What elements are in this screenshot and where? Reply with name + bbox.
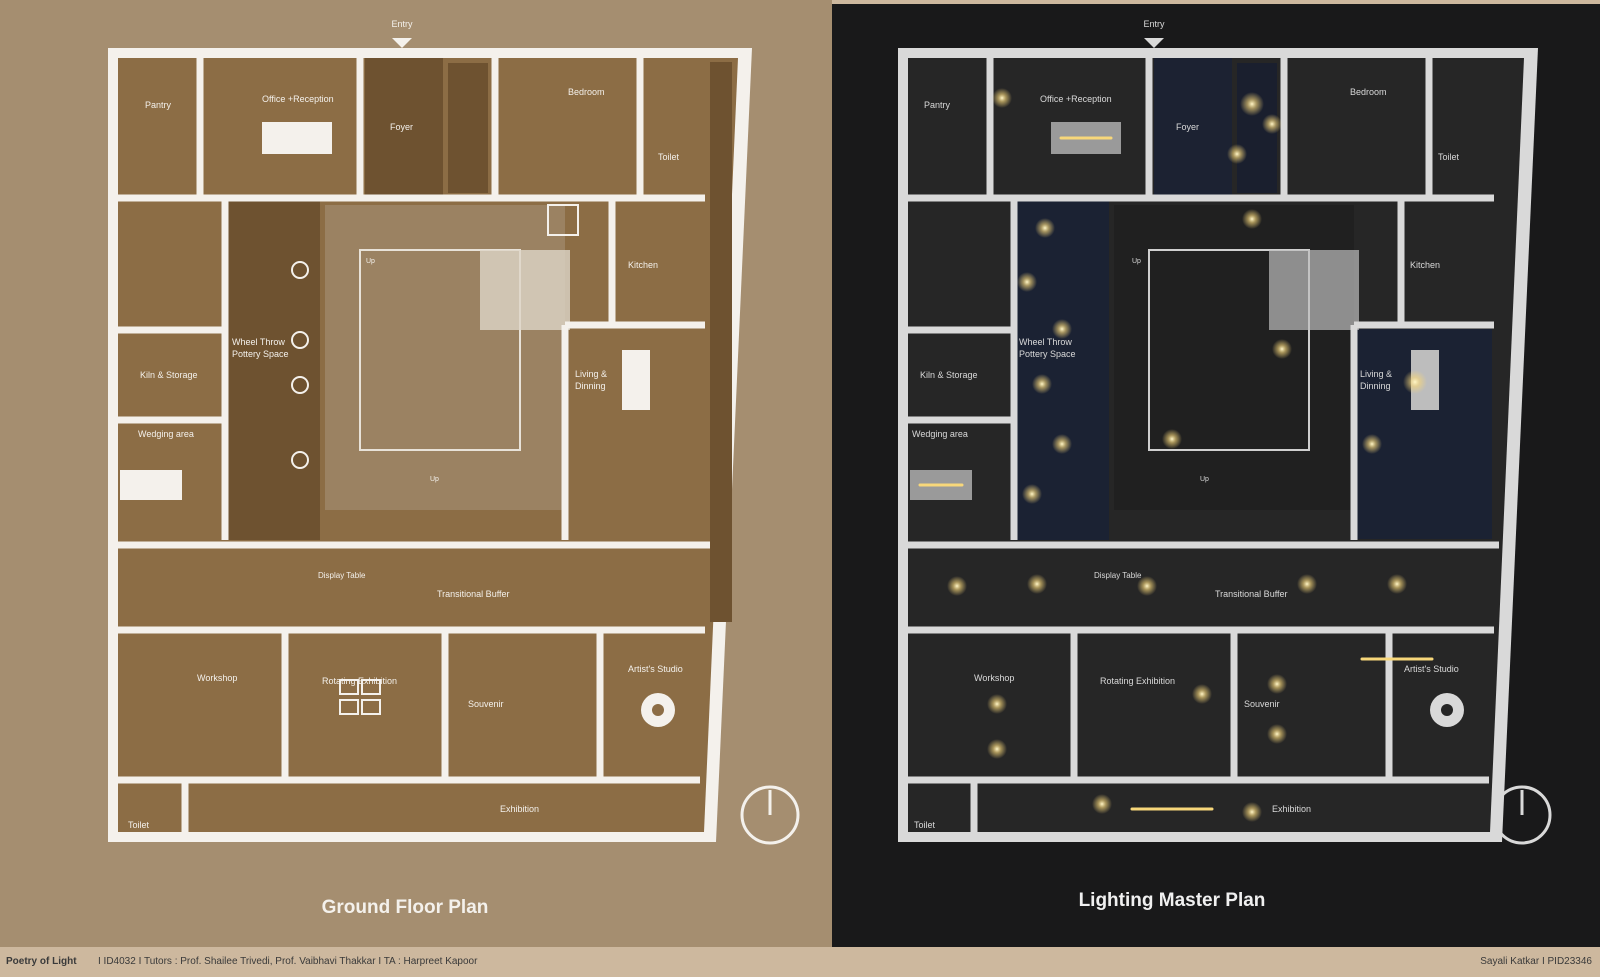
living-label-2: Dinning bbox=[575, 381, 606, 391]
pottery-label-2: Pottery Space bbox=[1019, 349, 1076, 359]
linear-lights bbox=[918, 136, 1434, 811]
display-table-label: Display Table bbox=[318, 571, 366, 580]
office-label: Office +Reception bbox=[262, 94, 334, 104]
pantry-label: Pantry bbox=[924, 100, 951, 110]
foyer-side-room bbox=[448, 63, 488, 193]
footer-course: I ID4032 I Tutors : Prof. Shailee Trived… bbox=[98, 956, 478, 967]
lighting-master-plan: Entry Pantry Office +Reception Foyer Bed… bbox=[898, 19, 1552, 911]
lighting-plan-panel: Entry Pantry Office +Reception Foyer Bed… bbox=[832, 4, 1600, 947]
right-plan-title: Lighting Master Plan bbox=[1079, 890, 1266, 911]
wedging-label: Wedging area bbox=[912, 429, 968, 439]
kiln-label: Kiln & Storage bbox=[140, 370, 198, 380]
kitchen-label: Kitchen bbox=[1410, 260, 1440, 270]
transitional-label: Transitional Buffer bbox=[1215, 589, 1288, 599]
rotating-label: Rotating Exhibition bbox=[1100, 676, 1175, 686]
foyer-label: Foyer bbox=[390, 122, 413, 132]
entry-label: Entry bbox=[1143, 19, 1165, 29]
toilet-top-label: Toilet bbox=[1438, 152, 1460, 162]
pottery-room bbox=[228, 200, 320, 540]
living-label-1: Living & bbox=[575, 369, 607, 379]
up-top-label: Up bbox=[366, 258, 375, 265]
light-fixtures bbox=[947, 88, 1427, 822]
exhibition-label: Exhibition bbox=[1272, 804, 1311, 814]
ground-floor-panel: Entry Pantry Office +Reception Foyer Bed… bbox=[0, 0, 832, 947]
studio-label: Artist's Studio bbox=[1404, 664, 1459, 674]
toilet-bottom-label: Toilet bbox=[128, 820, 150, 830]
footer-project: Poetry of Light bbox=[6, 956, 77, 967]
exhibition-plinths bbox=[339, 679, 381, 715]
entry-arrow-icon bbox=[1144, 38, 1164, 48]
courtyard-path bbox=[359, 249, 521, 451]
left-plan-title: Ground Floor Plan bbox=[322, 897, 489, 918]
foyer-label: Foyer bbox=[1176, 122, 1199, 132]
foyer-room bbox=[365, 58, 443, 195]
entry-arrow-icon bbox=[392, 38, 412, 48]
transitional-label: Transitional Buffer bbox=[437, 589, 510, 599]
office-table bbox=[262, 122, 332, 154]
north-arrow-icon bbox=[740, 785, 800, 845]
water-feature bbox=[480, 250, 570, 330]
kitchen-label: Kitchen bbox=[628, 260, 658, 270]
dining-table bbox=[622, 350, 650, 410]
workshop-label: Workshop bbox=[974, 673, 1014, 683]
entry-label: Entry bbox=[391, 19, 413, 29]
pottery-label-1: Wheel Throw bbox=[1019, 337, 1072, 347]
foyer-room bbox=[1154, 58, 1232, 195]
exhibition-label: Exhibition bbox=[500, 804, 539, 814]
studio-label: Artist's Studio bbox=[628, 664, 683, 674]
ground-floor-plan: Entry Pantry Office +Reception Foyer Bed… bbox=[108, 19, 800, 918]
footer-bar: Poetry of Light I ID4032 I Tutors : Prof… bbox=[0, 947, 1600, 977]
pottery-label-2: Pottery Space bbox=[232, 349, 289, 359]
pantry-label: Pantry bbox=[145, 100, 172, 110]
water-feature bbox=[1269, 250, 1359, 330]
up-top-label: Up bbox=[1132, 258, 1141, 265]
souvenir-label: Souvenir bbox=[468, 699, 504, 709]
wedging-table bbox=[120, 470, 182, 500]
north-arrow-icon bbox=[1492, 785, 1552, 845]
office-label: Office +Reception bbox=[1040, 94, 1112, 104]
kiln-label: Kiln & Storage bbox=[920, 370, 978, 380]
bed bbox=[547, 204, 579, 236]
living-label-1: Living & bbox=[1360, 369, 1392, 379]
living-label-2: Dinning bbox=[1360, 381, 1391, 391]
rotating-label: Rotating Exhibition bbox=[322, 676, 397, 686]
toilet-bottom-label: Toilet bbox=[914, 820, 936, 830]
bedroom-label: Bedroom bbox=[1350, 87, 1387, 97]
interior-walls bbox=[118, 58, 710, 832]
souvenir-label: Souvenir bbox=[1244, 699, 1280, 709]
wheel-throw-wheels bbox=[291, 261, 309, 469]
wedging-label: Wedging area bbox=[138, 429, 194, 439]
east-corridor bbox=[710, 62, 732, 622]
up-bottom-label: Up bbox=[430, 476, 439, 483]
workshop-label: Workshop bbox=[197, 673, 237, 683]
up-bottom-label: Up bbox=[1200, 476, 1209, 483]
courtyard-path bbox=[1148, 249, 1310, 451]
footer-author: Sayali Katkar I PID23346 bbox=[1480, 956, 1592, 967]
display-table-label: Display Table bbox=[1094, 571, 1142, 580]
pottery-room bbox=[1017, 200, 1109, 540]
interior-walls bbox=[908, 58, 1499, 832]
toilet-top-label: Toilet bbox=[658, 152, 680, 162]
bedroom-label: Bedroom bbox=[568, 87, 605, 97]
pottery-label-1: Wheel Throw bbox=[232, 337, 285, 347]
